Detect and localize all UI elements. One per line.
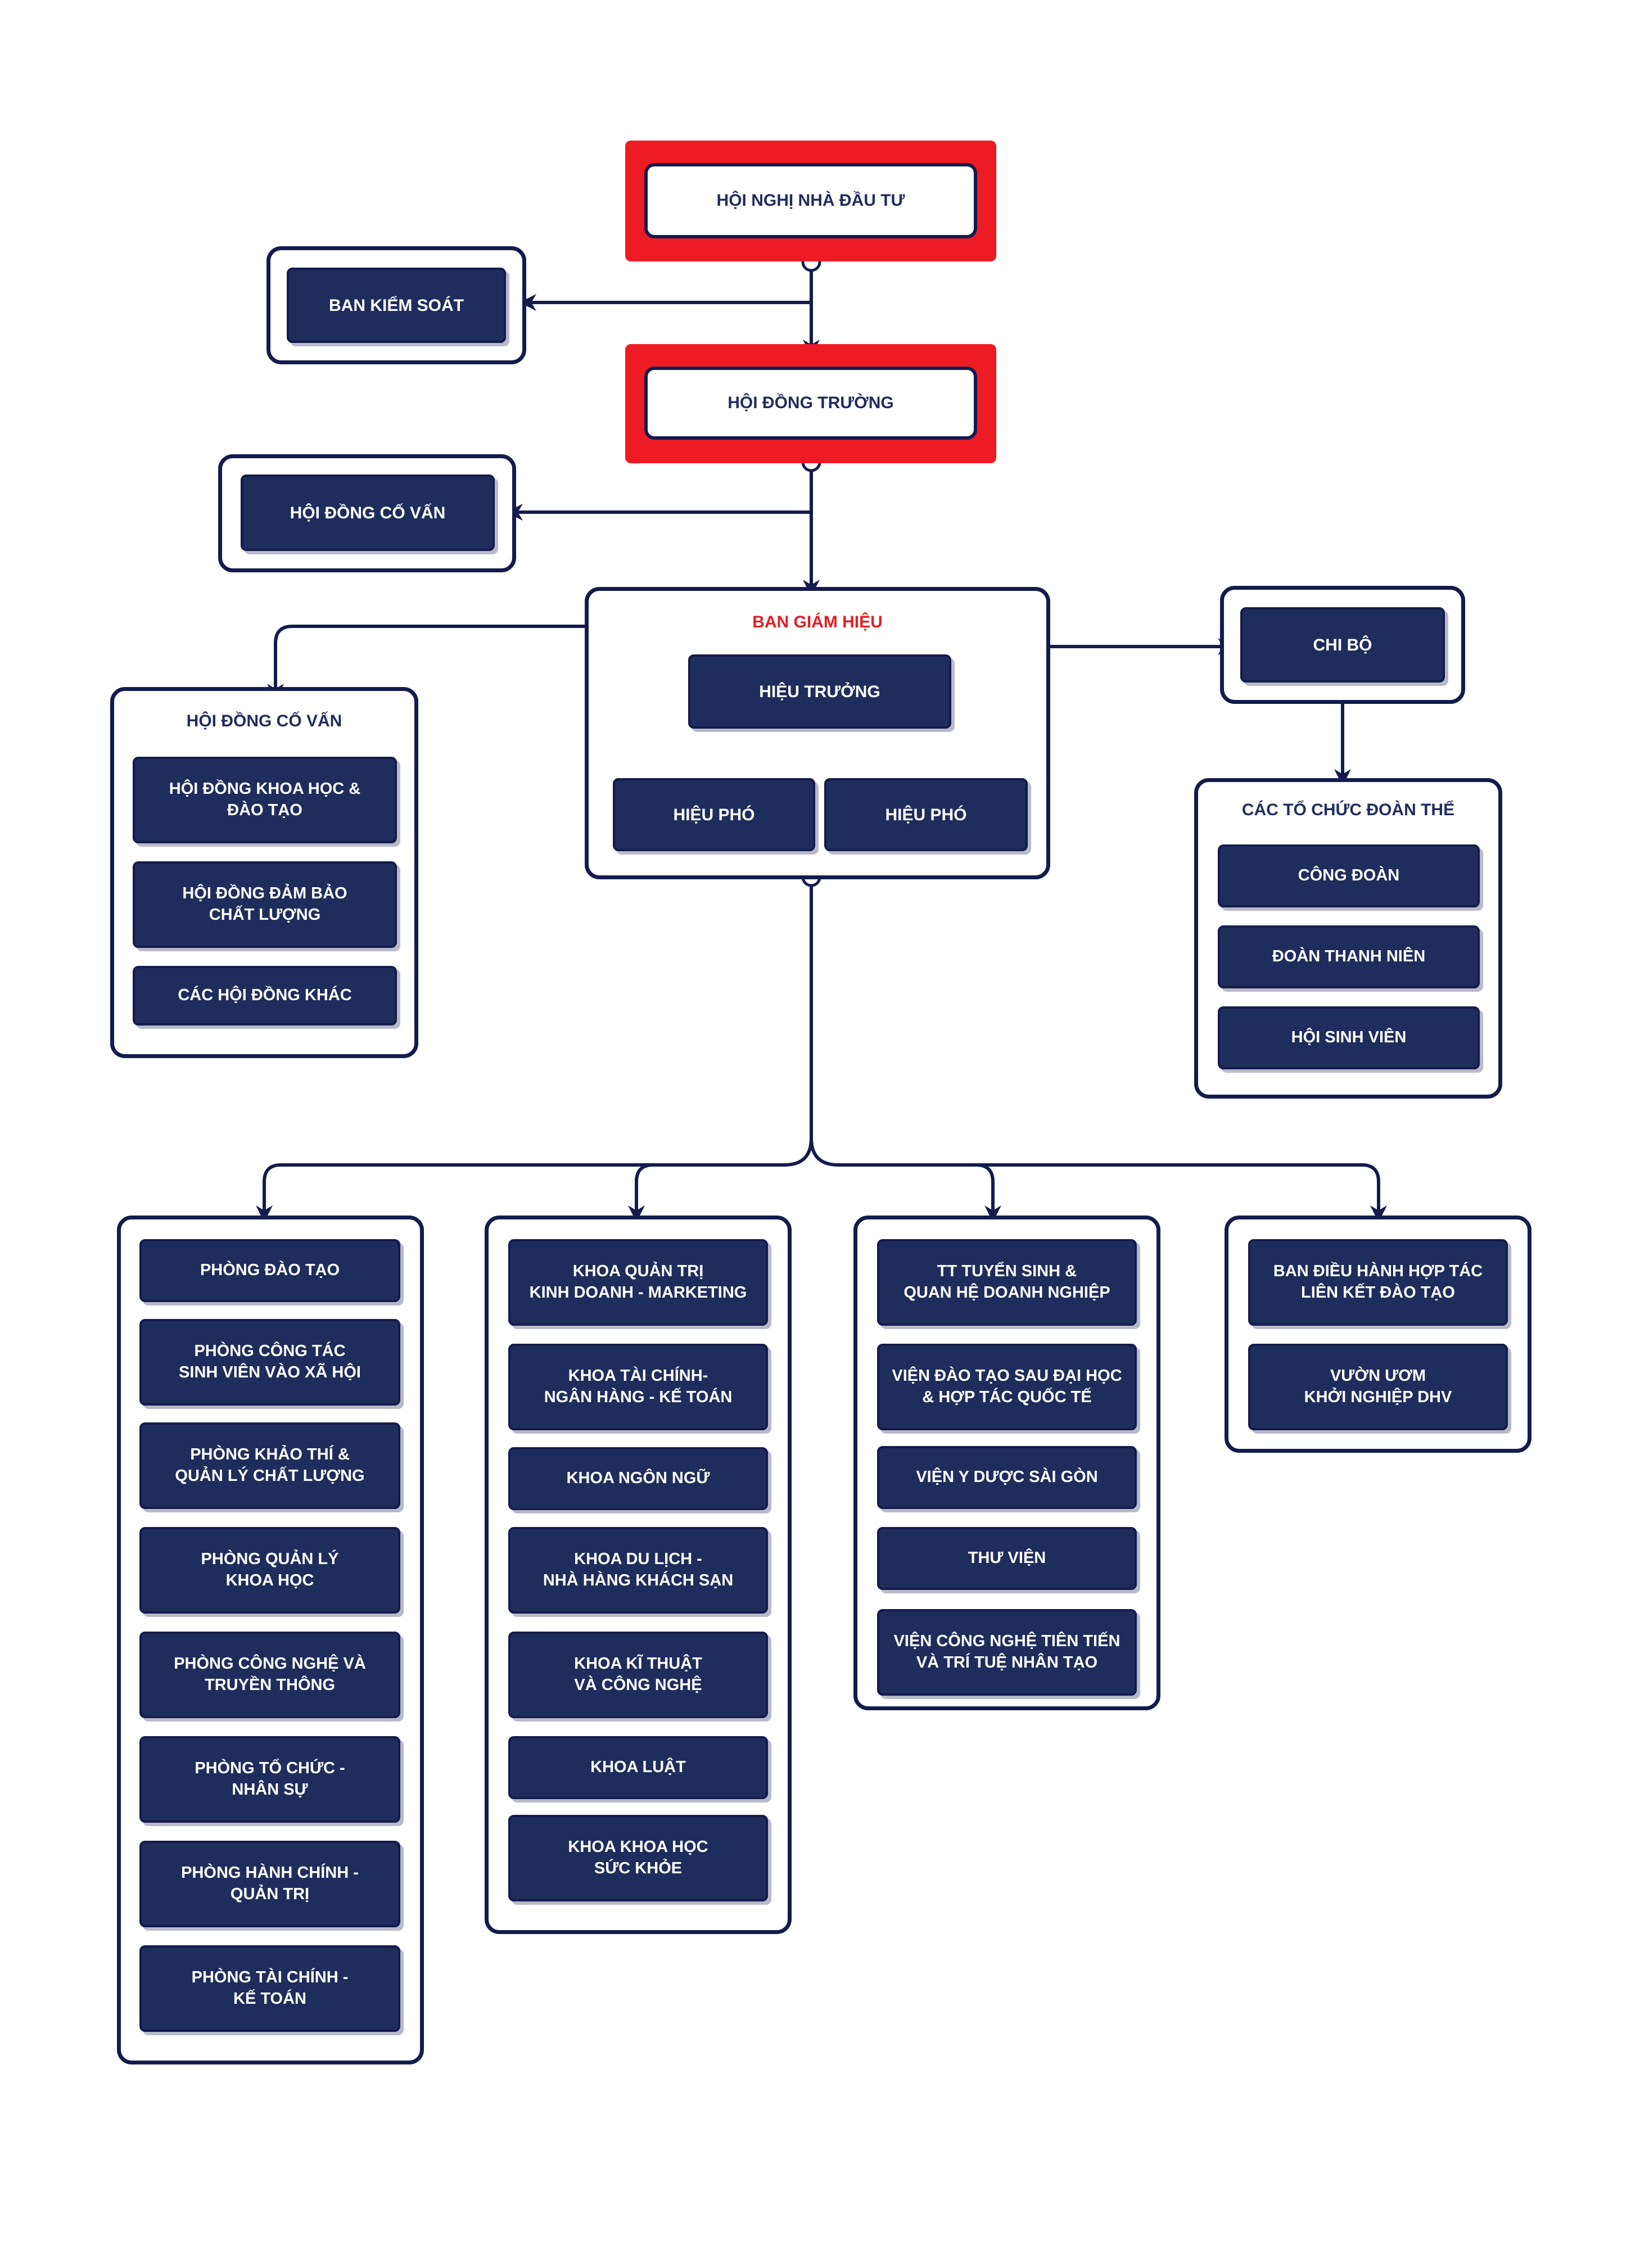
board-title: BAN GIÁM HIỆU bbox=[752, 613, 883, 631]
faculty-item: KHOA KHOA HỌC SỨC KHỎE bbox=[508, 1815, 768, 1901]
councils-title: HỘI ĐỒNG CỐ VẤN bbox=[186, 712, 342, 730]
supervisory-board: BAN KIỂM SOÁT bbox=[287, 268, 506, 343]
org-item: HỘI SINH VIÊN bbox=[1218, 1006, 1480, 1069]
center-item: TT TUYỂN SINH & QUAN HỆ DOANH NGHIỆP bbox=[877, 1239, 1137, 1326]
line-board-to-councils bbox=[267, 625, 589, 701]
party-cell: CHI BỘ bbox=[1240, 607, 1445, 683]
faculty-item: KHOA QUẢN TRỊ KINH DOANH - MARKETING bbox=[508, 1239, 768, 1326]
council-item: HỘI ĐỒNG ĐẢM BẢO CHẤT LƯỢNG bbox=[133, 861, 397, 948]
faculty-item: KHOA KĨ THUẬT VÀ CÔNG NGHỆ bbox=[508, 1632, 768, 1718]
faculty-item: KHOA TÀI CHÍNH- NGÂN HÀNG - KẾ TOÁN bbox=[508, 1344, 768, 1430]
center-item: VIỆN CÔNG NGHỆ TIÊN TIẾN VÀ TRÍ TUỆ NHÂN… bbox=[877, 1609, 1137, 1696]
office-item: PHÒNG TỔ CHỨC - NHÂN SỰ bbox=[139, 1736, 400, 1823]
line-to-centers bbox=[974, 1163, 1001, 1222]
faculty-item: KHOA NGÔN NGỮ bbox=[508, 1447, 768, 1510]
principal: HIỆU TRƯỞNG bbox=[688, 654, 951, 729]
office-item: PHÒNG TÀI CHÍNH - KẾ TOÁN bbox=[139, 1945, 400, 2032]
school-council: HỘI ĐỒNG TRƯỜNG bbox=[644, 367, 977, 440]
faculty-item: KHOA LUẬT bbox=[508, 1736, 768, 1799]
org-item: ĐOÀN THANH NIÊN bbox=[1218, 925, 1480, 988]
office-item: PHÒNG CÔNG NGHỆ VÀ TRUYỀN THÔNG bbox=[139, 1632, 400, 1718]
center-item: VIỆN ĐÀO TẠO SAU ĐẠI HỌC & HỢP TÁC QUỐC … bbox=[877, 1344, 1137, 1430]
vice-principal-left: HIỆU PHÓ bbox=[613, 778, 815, 851]
line-to-offices bbox=[256, 881, 813, 1222]
office-item: PHÒNG KHẢO THÍ & QUẢN LÝ CHẤT LƯỢNG bbox=[139, 1422, 400, 1509]
board-item: VƯỜN ƯƠM KHỞI NGHIỆP DHV bbox=[1248, 1344, 1508, 1430]
faculty-item: KHOA DU LỊCH - NHÀ HÀNG KHÁCH SẠN bbox=[508, 1527, 768, 1614]
org-item: CÔNG ĐOÀN bbox=[1218, 844, 1480, 907]
investors-conference: HỘI NGHỊ NHÀ ĐẦU TƯ bbox=[644, 163, 977, 238]
line-to-boards bbox=[810, 1136, 1387, 1222]
orgs-title: CÁC TỔ CHỨC ĐOÀN THỂ bbox=[1241, 801, 1455, 819]
office-item: PHÒNG QUẢN LÝ KHOA HỌC bbox=[139, 1527, 400, 1614]
center-item: THƯ VIỆN bbox=[877, 1527, 1137, 1590]
advisory-council: HỘI ĐỒNG CỐ VẤN bbox=[241, 475, 495, 551]
vice-principal-right: HIỆU PHÓ bbox=[824, 778, 1028, 851]
office-item: PHÒNG CÔNG TÁC SINH VIÊN VÀO XÃ HỘI bbox=[139, 1319, 400, 1406]
board-item: BAN ĐIỀU HÀNH HỢP TÁC LIÊN KẾT ĐÀO TẠO bbox=[1248, 1239, 1508, 1326]
council-item: CÁC HỘI ĐỒNG KHÁC bbox=[133, 966, 397, 1025]
office-item: PHÒNG HÀNH CHÍNH - QUẢN TRỊ bbox=[139, 1841, 400, 1927]
line-to-faculties bbox=[628, 1163, 655, 1222]
office-item: PHÒNG ĐÀO TẠO bbox=[139, 1239, 400, 1302]
center-item: VIỆN Y DƯỢC SÀI GÒN bbox=[877, 1446, 1137, 1509]
council-item: HỘI ĐỒNG KHOA HỌC & ĐÀO TẠO bbox=[133, 757, 397, 843]
